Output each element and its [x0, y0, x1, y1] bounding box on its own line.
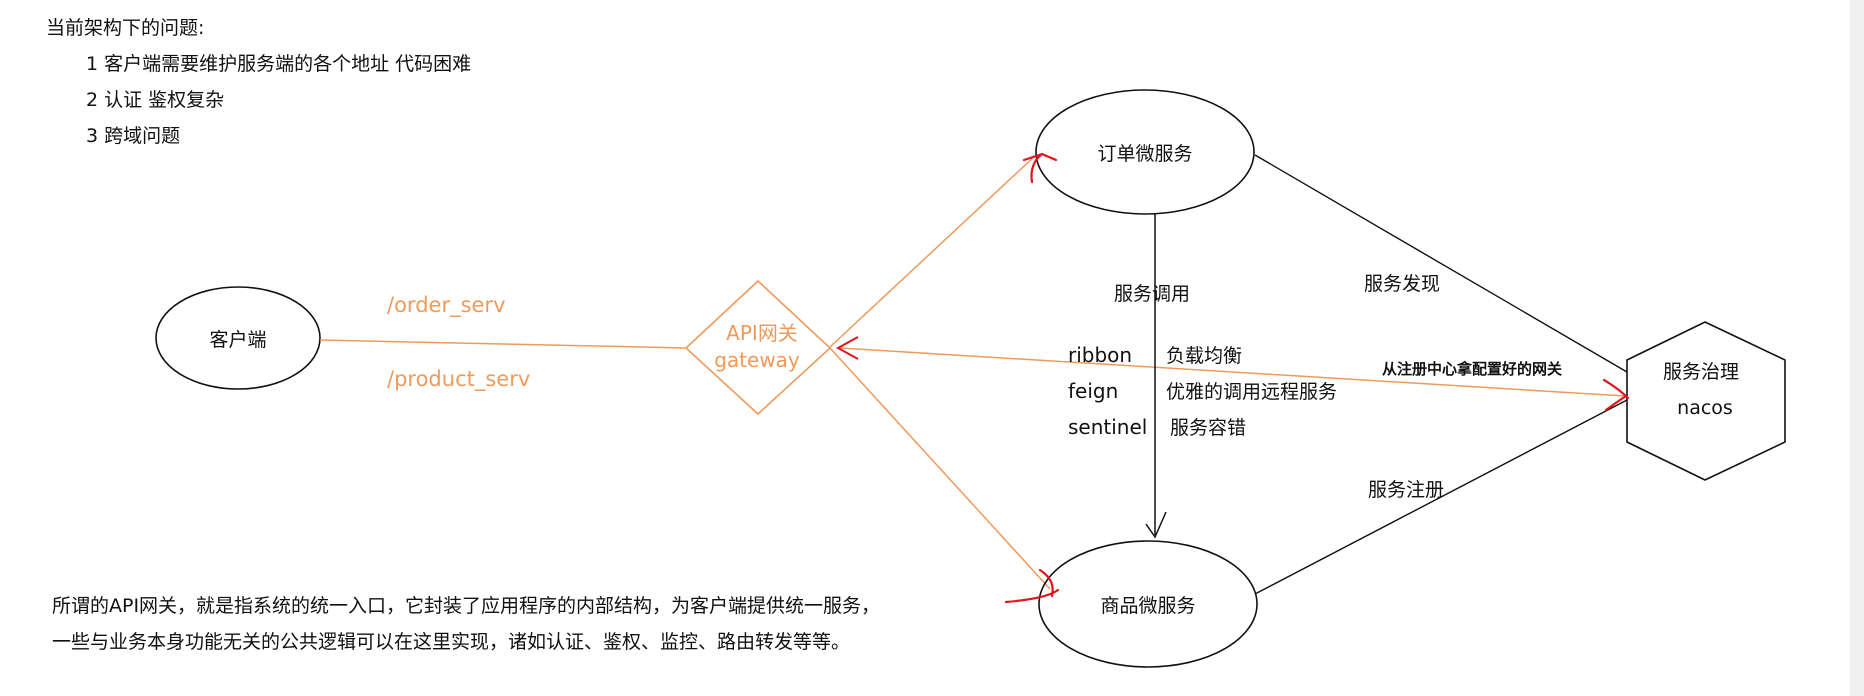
order-service-label: 订单微服务: [1097, 143, 1192, 165]
problem-item-3: 3 跨域问题: [86, 125, 180, 147]
tool-name-ribbon: ribbon: [1068, 343, 1132, 367]
gateway-label-line2: gateway: [714, 348, 800, 372]
problem-item-1: 1 客户端需要维护服务端的各个地址 代码困难: [86, 53, 471, 75]
service-call-label: 服务调用: [1114, 283, 1190, 305]
product-service-label: 商品微服务: [1100, 595, 1195, 617]
tool-desc-ribbon: 负载均衡: [1166, 345, 1242, 367]
config-from-registry-label: 从注册中心拿配置好的网关: [1382, 360, 1562, 378]
order-arrow-annotation: [1022, 152, 1058, 184]
description-line2: 一些与业务本身功能无关的公共逻辑可以在这里实现，诸如认证、鉴权、监控、路由转发等…: [52, 631, 850, 653]
tool-name-sentinel: sentinel: [1068, 415, 1147, 439]
order-service-node: [1035, 89, 1255, 215]
service-register-edge: [1254, 399, 1628, 595]
gateway-order-edge: [829, 154, 1037, 348]
governance-arrow-annotation: [1602, 378, 1630, 412]
right-scroll-strip: [1850, 0, 1864, 696]
gateway-arrowhead: [835, 336, 859, 360]
tool-desc-sentinel: 服务容错: [1170, 417, 1246, 439]
client-gateway-edge: [319, 339, 687, 349]
client-node: [155, 286, 321, 390]
problems-heading: 当前架构下的问题:: [46, 17, 204, 39]
governance-label-line2: nacos: [1677, 397, 1733, 419]
governance-label-line1: 服务治理: [1663, 361, 1739, 383]
route-order-label: /order_serv: [387, 293, 506, 318]
service-call-arrowhead: [1145, 511, 1167, 539]
gateway-product-edge: [829, 347, 1051, 590]
governance-gateway-edge: [839, 347, 1626, 397]
gateway-label-line1: API网关: [726, 321, 798, 345]
governance-node: [1626, 321, 1786, 481]
product-arrow-annotation: [1004, 568, 1060, 604]
client-label: 客户端: [209, 329, 266, 351]
service-register-label: 服务注册: [1368, 479, 1444, 501]
tool-name-feign: feign: [1068, 379, 1118, 403]
description-line1: 所谓的API网关，就是指系统的统一入口，它封装了应用程序的内部结构，为客户端提供…: [52, 595, 880, 617]
route-product-label: /product_serv: [387, 367, 530, 392]
product-service-node: [1038, 540, 1258, 668]
gateway-node: [684, 279, 832, 416]
service-discovery-edge: [1254, 154, 1628, 373]
service-discovery-label: 服务发现: [1364, 273, 1440, 295]
problem-item-2: 2 认证 鉴权复杂: [86, 89, 224, 111]
tool-desc-feign: 优雅的调用远程服务: [1166, 381, 1337, 403]
